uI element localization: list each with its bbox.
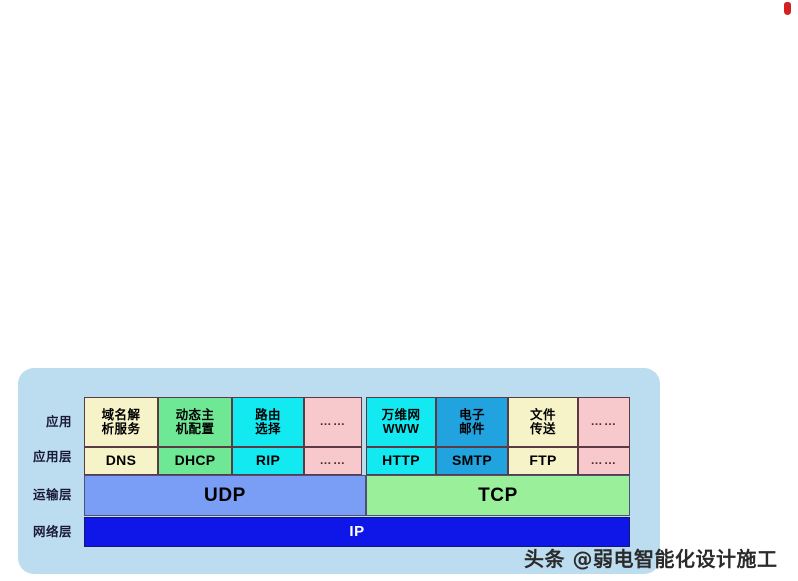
application-service-cell-ellipsis: …… [304, 397, 362, 447]
protocol-stack-panel: 应用 应用层 运输层 网络层 域名解析服务 动态主机配置 路由选择 …… 万维网… [18, 368, 660, 574]
service-line-2: 机配置 [175, 422, 215, 436]
service-line-2: 邮件 [459, 422, 485, 436]
row-label-network-layer: 网络层 [32, 525, 72, 539]
top-right-red-mark [784, 2, 791, 15]
service-line-1: 域名解 [101, 408, 141, 422]
transport-protocol-tcp: TCP [366, 475, 630, 516]
service-line-2: WWW [382, 422, 420, 436]
application-protocol-cell: SMTP [436, 447, 508, 475]
application-protocol-cell-ellipsis: …… [304, 447, 362, 475]
application-service-cell: 电子邮件 [436, 397, 508, 447]
service-line-1: 动态主 [175, 408, 215, 422]
application-protocol-cell: DHCP [158, 447, 232, 475]
service-line-1: 电子 [459, 408, 485, 422]
application-service-cell: 域名解析服务 [84, 397, 158, 447]
watermark-text: 头条 @弱电智能化设计施工 [524, 547, 778, 571]
row-label-application-layer: 应用层 [32, 450, 72, 464]
ellipsis-text: …… [590, 414, 618, 429]
service-line-1: 文件 [530, 408, 556, 422]
application-service-cell: 路由选择 [232, 397, 304, 447]
service-line-1: 万维网 [381, 408, 421, 422]
application-protocol-cell: RIP [232, 447, 304, 475]
service-line-2: 析服务 [101, 422, 141, 436]
ellipsis-text: …… [590, 453, 618, 468]
row-label-column: 应用 应用层 运输层 网络层 [18, 397, 80, 549]
row-label-application: 应用 [45, 415, 72, 429]
service-line-2: 传送 [530, 422, 556, 436]
application-service-cell: 文件传送 [508, 397, 578, 447]
application-protocol-cell: FTP [508, 447, 578, 475]
ellipsis-text: …… [319, 414, 347, 429]
ellipsis-text: …… [319, 453, 347, 468]
application-service-cell: 动态主机配置 [158, 397, 232, 447]
application-protocol-cell-ellipsis: …… [578, 447, 630, 475]
application-protocol-cell: HTTP [366, 447, 436, 475]
service-line-2: 选择 [255, 422, 281, 436]
network-protocol-ip: IP [84, 517, 630, 547]
service-line-1: 路由 [255, 408, 281, 422]
transport-protocol-udp: UDP [84, 475, 366, 516]
application-service-cell-ellipsis: …… [578, 397, 630, 447]
row-label-transport-layer: 运输层 [32, 488, 72, 502]
application-protocol-cell: DNS [84, 447, 158, 475]
